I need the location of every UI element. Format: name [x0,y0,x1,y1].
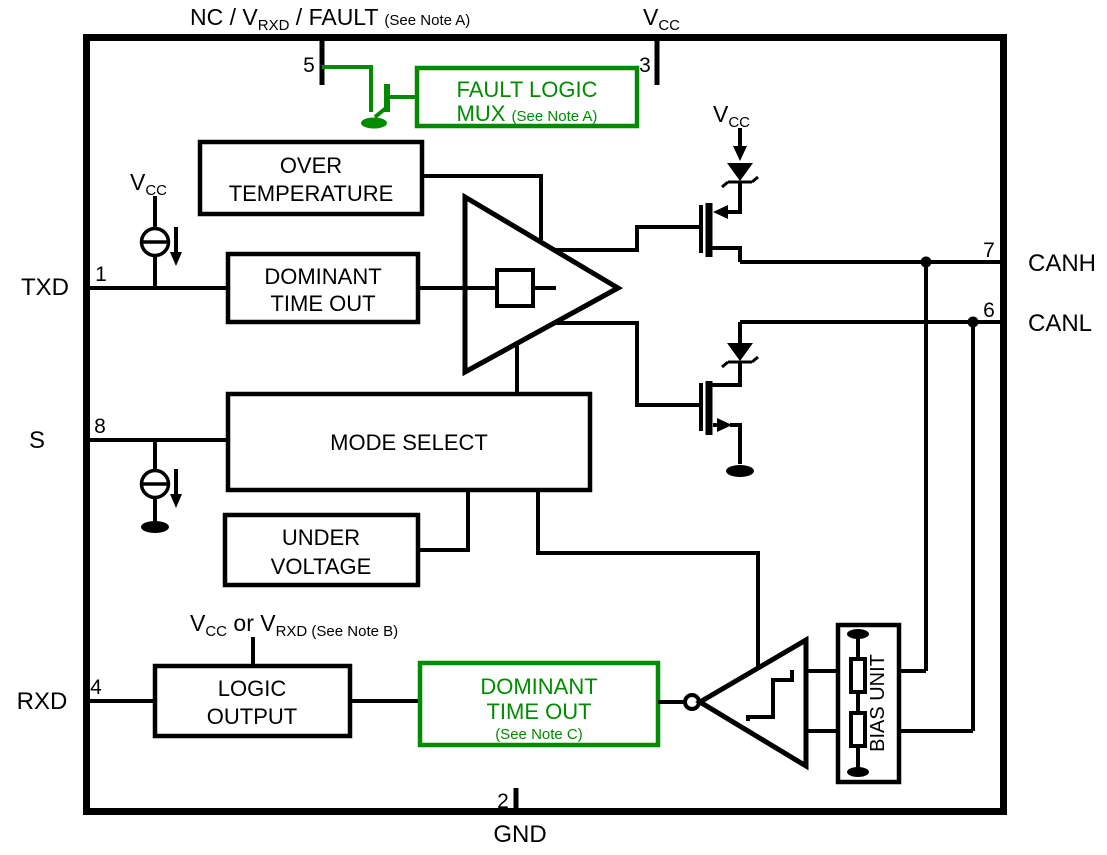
pin2-number: 2 [497,790,509,813]
txd-vcc-label: VCC [130,169,167,199]
txd-current-source-icon: VCC [130,169,182,288]
pin7-number: 7 [983,239,995,262]
mode-select-label: MODE SELECT [330,430,488,455]
zener-diode-icon [721,163,759,189]
pin5-label: NC / VRXD / FAULT (See Note A) [190,4,470,34]
dto-top-line2: TIME OUT [270,291,375,316]
arrow-down-icon [170,494,182,508]
pin-s-name: S [29,427,45,454]
device-boundary [83,34,1007,815]
ground-icon [726,465,754,477]
fault-logic-mux-block [414,65,640,129]
pin3-number: 3 [639,54,651,77]
logic-output-line2: OUTPUT [207,704,297,729]
arrow-down-icon [733,146,747,161]
pin-rxd-name: RXD [17,688,68,715]
fet-arrow-icon [717,418,732,432]
schmitt-receiver-icon [683,635,809,771]
dto-bottom-note: (See Note C) [495,726,583,743]
under-voltage-block [222,512,421,588]
resistor-icon [849,711,867,748]
bias-unit-internals [847,629,869,777]
driver-triangle-icon [462,192,624,377]
mode-select-block [225,391,593,493]
pin-canh-name: CANH [1028,250,1096,277]
low-side-fet-icon [699,322,759,477]
over-temp-to-driver-wire [422,174,543,240]
over-temperature-line2: TEMPERATURE [229,181,394,206]
pin5-number: 5 [303,54,315,77]
pin3-vcc-label: VCC [643,4,680,34]
pin6-number: 6 [983,299,995,322]
over-temperature-block [197,139,425,217]
pin4-number: 4 [90,676,102,699]
pin-txd-name: TXD [21,274,69,301]
driver-delay-symbol-icon [495,268,535,308]
fet-arrow-icon [713,205,728,219]
terminal-icon [847,629,869,639]
logic-output-line1: LOGIC [218,676,287,701]
s-current-source-icon [139,440,182,533]
resistor-icon [849,657,867,694]
zener-diode-icon [721,343,759,369]
dto-bottom-line1: DOMINANT [480,674,597,699]
mode-select-to-receiver-wire [536,490,760,667]
fault-logic-mux-line1: FAULT LOGIC [456,77,597,102]
under-voltage-line2: VOLTAGE [271,554,372,579]
under-voltage-line1: UNDER [282,525,360,550]
dto-top-line1: DOMINANT [264,264,381,289]
fault-mux-fet-icon [322,65,417,129]
over-temperature-line1: OVER [280,153,342,178]
fault-logic-mux-line2: MUX (See Note A) [457,101,598,126]
hysteresis-icon [746,670,794,721]
driver-to-low-fet-gate-wire [554,321,701,407]
driver-to-high-fet-gate-wire [554,225,701,252]
ground-icon [141,521,169,533]
pin8-number: 8 [94,415,106,438]
pin1-number: 1 [95,263,107,286]
bias-unit-block [835,622,902,785]
logic-output-block [152,663,353,739]
bias-unit-label: BIAS UNIT [867,654,889,752]
ground-icon [361,117,387,129]
dominant-time-out-bottom-block [417,660,661,748]
logic-output-supply-label: VCC or VRXD (See Note B) [190,610,398,640]
high-side-fet-icon: VCC [699,101,759,262]
pin-gnd-name: GND [493,821,546,848]
driver-vcc-label: VCC [713,101,750,131]
mode-select-to-under-voltage-wire [418,490,470,552]
dto-bottom-line2: TIME OUT [486,699,591,724]
pin-canl-name: CANL [1028,310,1092,337]
arrow-down-icon [170,252,182,266]
terminal-icon [847,767,869,777]
